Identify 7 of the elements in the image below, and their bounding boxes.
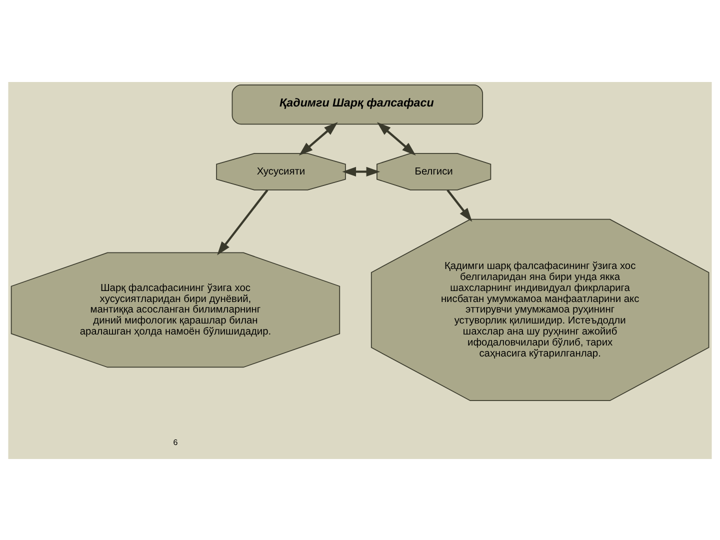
arrow [217, 188, 268, 255]
arrow [342, 166, 380, 176]
arrow [446, 188, 472, 222]
node-box: Қадимги Шарқ фалсафаси [232, 84, 484, 124]
arrow [377, 122, 416, 156]
arrow [298, 122, 338, 156]
label: 6 [173, 438, 178, 447]
